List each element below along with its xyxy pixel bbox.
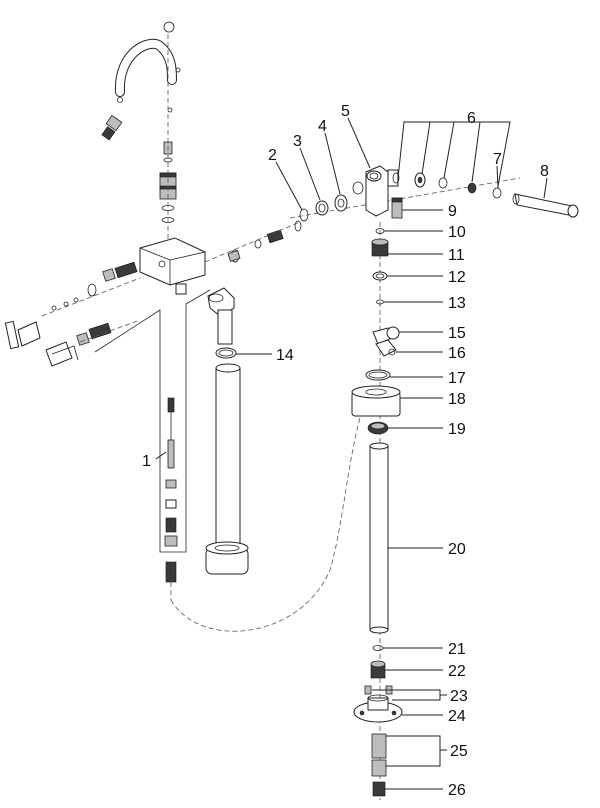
- part-label-16: 16: [448, 345, 466, 362]
- part-label-8: 8: [540, 163, 549, 180]
- part-label-18: 18: [448, 391, 466, 408]
- part-labels: 1 2 3 4 5 6 7 8 9 10 11 12 13 14 15 16 1…: [142, 103, 549, 799]
- part-label-17: 17: [448, 370, 466, 387]
- hose-path: [170, 389, 371, 632]
- part-label-11: 11: [448, 247, 465, 264]
- leader-lines: [155, 117, 548, 790]
- part-label-6: 6: [467, 110, 476, 127]
- hand-shower-assembly: [289, 165, 579, 222]
- part-label-10: 10: [448, 224, 466, 241]
- part-label-20: 20: [448, 541, 466, 558]
- mixer-body: [4, 220, 302, 367]
- part-label-14: 14: [276, 347, 294, 364]
- right-column-assembly: [351, 222, 403, 800]
- part-label-23: 23: [450, 688, 468, 705]
- part-label-12: 12: [448, 269, 466, 286]
- left-standpipe: [205, 287, 249, 575]
- part-label-3: 3: [293, 133, 302, 150]
- part-label-9: 9: [448, 203, 457, 220]
- part-label-4: 4: [318, 118, 327, 135]
- part-label-24: 24: [448, 708, 466, 725]
- part-label-5: 5: [341, 103, 350, 120]
- part-1-outline: [94, 289, 211, 600]
- part-label-1: 1: [142, 453, 151, 470]
- part-label-25: 25: [450, 743, 468, 760]
- spout-assembly: [101, 21, 181, 256]
- part-label-22: 22: [448, 663, 466, 680]
- part-label-15: 15: [448, 325, 466, 342]
- part-label-2: 2: [268, 147, 277, 164]
- part-label-21: 21: [448, 641, 466, 658]
- part-label-7: 7: [493, 151, 502, 168]
- part-label-19: 19: [448, 421, 466, 438]
- part-label-26: 26: [448, 782, 466, 799]
- part-label-13: 13: [448, 295, 466, 312]
